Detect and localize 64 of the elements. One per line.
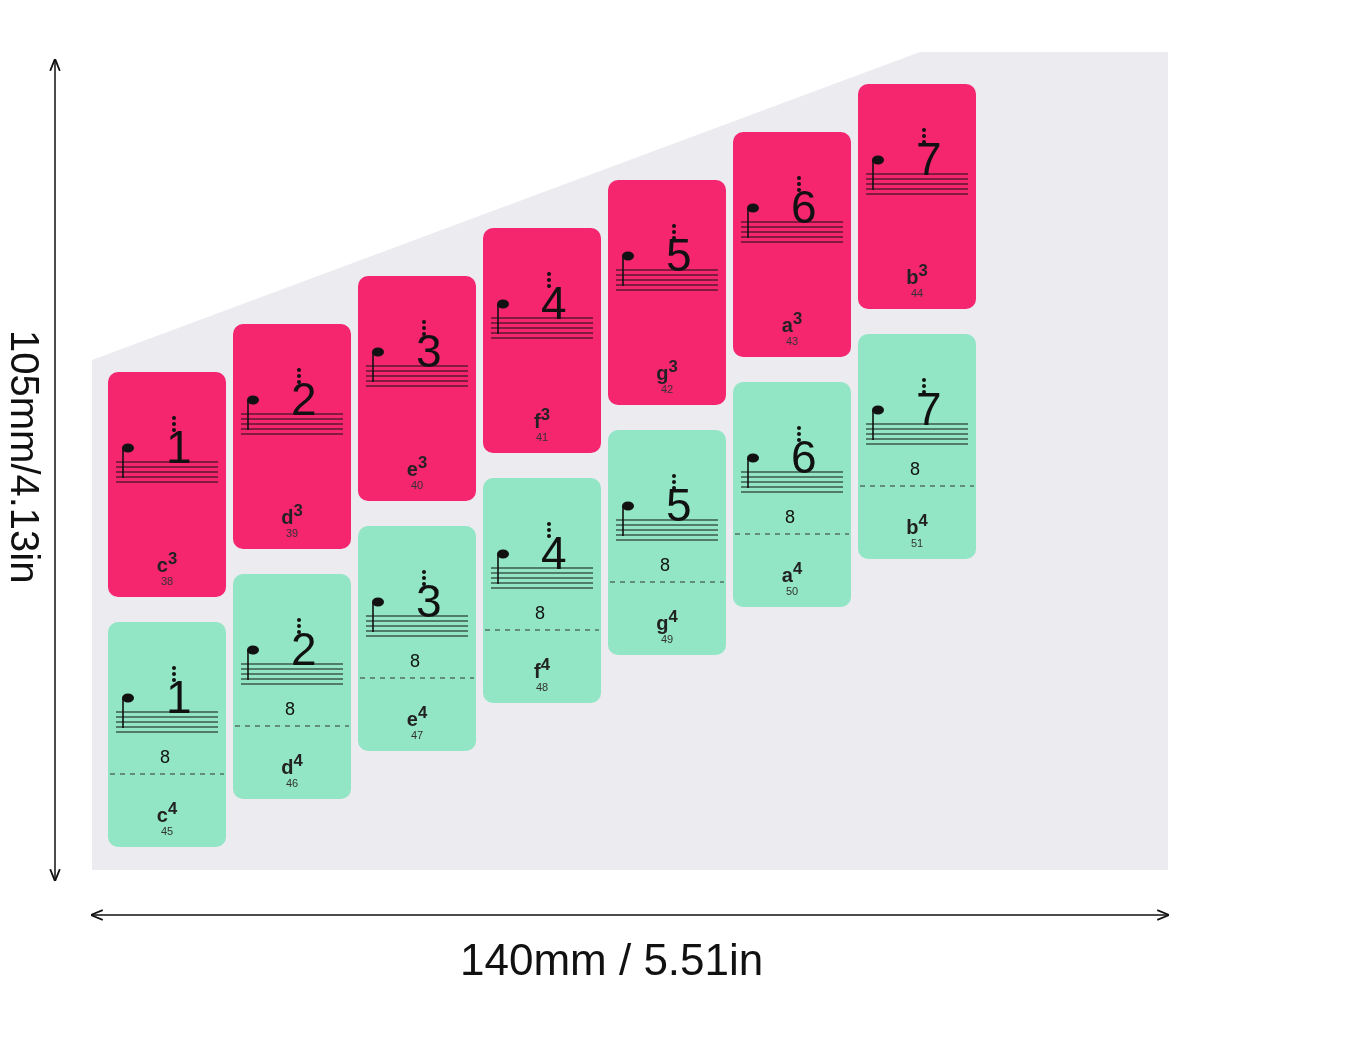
note-sticker xyxy=(733,382,851,607)
note-name: c$^{3}$ xyxy=(156,548,178,576)
octave-mark: 8 xyxy=(410,652,420,670)
note-name: a$^{3}$ xyxy=(781,308,803,336)
key-number: 45 xyxy=(160,825,174,837)
note-sticker xyxy=(733,132,851,357)
octave-mark: 8 xyxy=(785,508,795,526)
note-name: f$^{4}$ xyxy=(534,654,550,682)
note-name: a$^{4}$ xyxy=(781,558,803,586)
note-name: b$^{3}$ xyxy=(906,260,928,288)
note-sticker xyxy=(858,84,976,309)
note-name: b$^{4}$ xyxy=(906,510,928,538)
sticker-number: 7 xyxy=(916,386,942,432)
sticker-number: 2 xyxy=(291,626,317,672)
note-sticker xyxy=(108,372,226,597)
note-sticker xyxy=(358,276,476,501)
sticker-number: 6 xyxy=(791,434,817,480)
sticker-number: 1 xyxy=(166,674,192,720)
sticker-number: 1 xyxy=(166,424,192,470)
sticker-number: 5 xyxy=(666,482,692,528)
octave-mark: 8 xyxy=(910,460,920,478)
note-sticker xyxy=(608,430,726,655)
octave-mark: 8 xyxy=(160,748,170,766)
sticker-number: 3 xyxy=(416,578,442,624)
note-name: d$^{3}$ xyxy=(281,500,303,528)
key-number: 39 xyxy=(285,527,299,539)
sticker-number: 6 xyxy=(791,184,817,230)
key-number: 43 xyxy=(785,335,799,347)
sticker-number: 4 xyxy=(541,530,567,576)
sticker-number: 4 xyxy=(541,280,567,326)
key-number: 48 xyxy=(535,681,549,693)
key-number: 38 xyxy=(160,575,174,587)
note-sticker xyxy=(608,180,726,405)
sticker-number: 3 xyxy=(416,328,442,374)
note-name: g$^{3}$ xyxy=(656,356,678,384)
note-sticker xyxy=(483,228,601,453)
key-number: 47 xyxy=(410,729,424,741)
note-sticker xyxy=(108,622,226,847)
note-name: f$^{3}$ xyxy=(534,404,550,432)
sticker-number: 2 xyxy=(291,376,317,422)
note-name: d$^{4}$ xyxy=(281,750,303,778)
note-name: c$^{4}$ xyxy=(156,798,178,826)
note-name: e$^{4}$ xyxy=(406,702,428,730)
key-number: 46 xyxy=(285,777,299,789)
key-number: 40 xyxy=(410,479,424,491)
octave-mark: 8 xyxy=(535,604,545,622)
note-name: e$^{3}$ xyxy=(406,452,428,480)
note-sticker xyxy=(858,334,976,559)
key-number: 49 xyxy=(660,633,674,645)
key-number: 50 xyxy=(785,585,799,597)
sticker-number: 5 xyxy=(666,232,692,278)
note-sticker xyxy=(233,574,351,799)
note-sticker xyxy=(483,478,601,703)
key-number: 41 xyxy=(535,431,549,443)
key-number: 51 xyxy=(910,537,924,549)
note-name: g$^{4}$ xyxy=(656,606,678,634)
key-number: 44 xyxy=(910,287,924,299)
octave-mark: 8 xyxy=(285,700,295,718)
octave-mark: 8 xyxy=(660,556,670,574)
note-sticker xyxy=(358,526,476,751)
key-number: 42 xyxy=(660,383,674,395)
sticker-number: 7 xyxy=(916,136,942,182)
dimension-label: 140mm / 5.51in xyxy=(460,935,764,985)
note-sticker xyxy=(233,324,351,549)
